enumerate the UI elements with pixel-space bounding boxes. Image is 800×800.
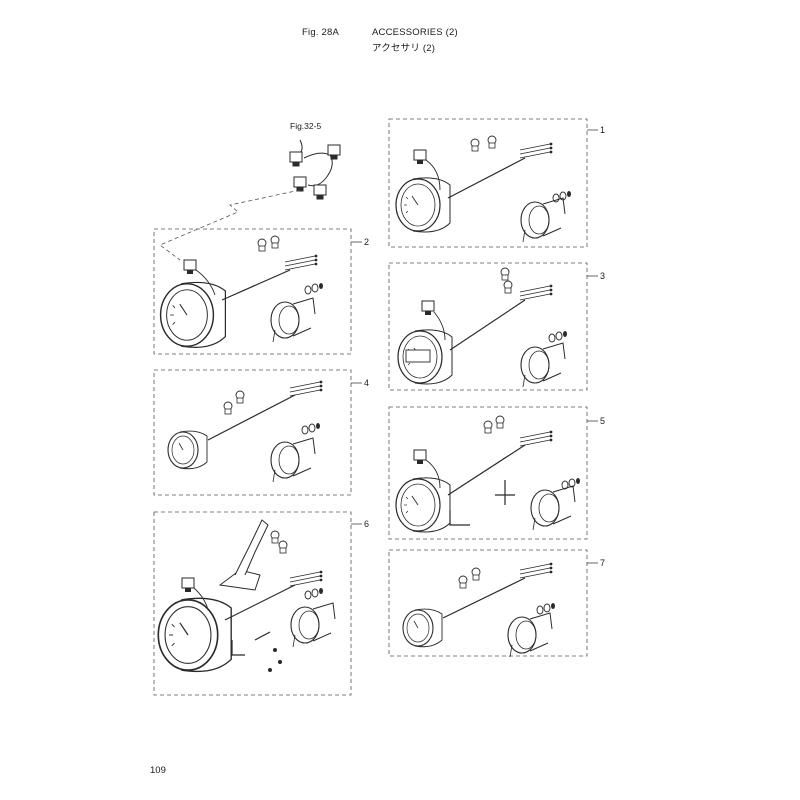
panel-4 (153, 369, 352, 496)
accessory-set-7 (402, 562, 556, 658)
accessory-set-5 (395, 415, 581, 533)
figure-reference: Fig.32-5 (290, 121, 322, 131)
harness-reference-sketch (289, 139, 341, 200)
accessory-set-2 (159, 235, 324, 349)
page-title: ACCESSORIES (2) (372, 27, 458, 38)
callout-4: 4 (364, 378, 370, 388)
accessory-set-4 (167, 380, 323, 483)
accessory-set-6 (157, 519, 336, 673)
callout-3: 3 (600, 271, 606, 281)
harness-leader-line (159, 189, 301, 261)
figure-number: Fig. 28A (302, 27, 339, 38)
callout-1: 1 (600, 125, 606, 135)
page-title-japanese: アクセサリ (2) (372, 43, 436, 54)
panel-7 (388, 549, 588, 657)
accessory-set-1 (395, 135, 572, 243)
page-number: 109 (150, 765, 166, 776)
panel-3 (388, 262, 588, 391)
callout-5: 5 (600, 416, 606, 426)
panel-2 (153, 228, 352, 355)
callout-6: 6 (364, 519, 370, 529)
accessory-set-3 (397, 267, 568, 388)
callout-7: 7 (600, 558, 606, 568)
panel-5 (388, 406, 588, 540)
callout-2: 2 (364, 237, 370, 247)
panel-6 (153, 511, 352, 696)
panel-1 (388, 118, 588, 248)
